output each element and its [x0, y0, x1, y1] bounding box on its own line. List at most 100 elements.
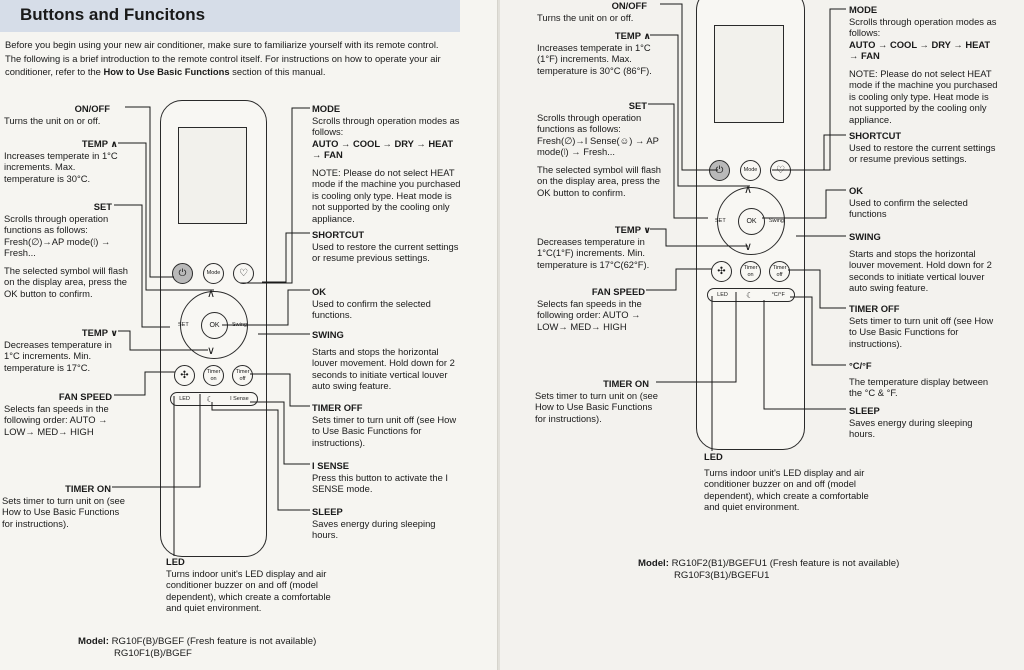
- r-ok-button[interactable]: OK: [738, 208, 765, 235]
- r-ok-leader: [762, 189, 846, 219]
- r-temp-up-label: TEMP ∧: [614, 30, 651, 41]
- r-onoff-annotation: ON/OFF Turns the unit on or off.: [537, 0, 657, 23]
- r-model-info: Model: RG10F2(B1)/BGEFU1 (Fresh feature …: [638, 558, 899, 582]
- r-onoff-leader: [660, 3, 718, 171]
- ok-annotation: OK Used to confirm the selected function…: [312, 286, 464, 321]
- right-manual-page: ON/OFF Turns the unit on or off. TEMP ∧ …: [500, 0, 1024, 670]
- chevron-up-icon[interactable]: ∧: [744, 184, 753, 196]
- set-leader: [114, 204, 170, 328]
- r-timer-off-button[interactable]: Timer off: [769, 261, 790, 282]
- r-temp-down-annotation: TEMP ∨ Decreases temperature in 1°C(1°F)…: [537, 224, 655, 270]
- model-line-2: RG10F1(B)/BGEF: [114, 648, 192, 659]
- r-mode-flow: AUTO → COOL → DRY → HEAT → FAN: [849, 38, 991, 62]
- r-fan-speed-label: FAN SPEED: [591, 286, 645, 297]
- remote-control-illustration: ⏻ Mode ♡ ∧ ∨ SET Swing OK ✣ Timer on Tim…: [160, 100, 267, 557]
- r-swing-desc: Starts and stops the horizontal louver m…: [849, 247, 992, 294]
- timer-on-desc: Sets timer to turn unit on (see How to U…: [2, 494, 125, 529]
- mode-label: MODE: [312, 103, 341, 114]
- timer-off-button[interactable]: Timer off: [232, 365, 253, 386]
- r-mode-label: MODE: [849, 4, 878, 15]
- r-ok-button-label: OK: [746, 217, 757, 225]
- r-shortcut-desc: Used to restore the current settings or …: [849, 141, 996, 165]
- timer-off-desc: Sets timer to turn unit off (see How to …: [312, 413, 457, 448]
- led-button[interactable]: LED: [179, 396, 190, 402]
- fan-icon: ✣: [717, 266, 726, 277]
- r-onoff-label: ON/OFF: [611, 0, 647, 11]
- power-button[interactable]: ⏻: [172, 263, 193, 284]
- r-fan-speed-desc: Selects fan speeds in the following orde…: [537, 297, 642, 332]
- r-remote-display-area: [714, 25, 784, 123]
- r-sleep-label: SLEEP: [849, 405, 880, 416]
- r-fan-speed-annotation: FAN SPEED Selects fan speeds in the foll…: [537, 286, 677, 332]
- r-onoff-desc: Turns the unit on or off.: [537, 11, 634, 23]
- r-timer-on-leader: [656, 292, 737, 383]
- temp-up-annotation: TEMP ∧ Increases temperate in 1°C increm…: [4, 138, 122, 184]
- r-cf-button[interactable]: °C/°F: [771, 292, 785, 298]
- mode-button[interactable]: Mode: [203, 263, 224, 284]
- r-timer-on-desc: Sets timer to turn unit on (see How to U…: [535, 389, 658, 424]
- r-remote-control-illustration: ⏻ Mode ♡ ∧ ∨ SET Swing OK ✣ Timer on Tim…: [696, 0, 805, 450]
- r-set-desc: Scrolls through operation functions as f…: [537, 111, 659, 158]
- r-set-button-label: SET: [715, 218, 726, 224]
- isense-button[interactable]: I Sense: [230, 396, 249, 402]
- r-mode-button[interactable]: Mode: [740, 160, 761, 181]
- intro-link-text: How to Use Basic Functions: [103, 66, 230, 77]
- onoff-leader: [125, 106, 174, 278]
- r-fan-speed-button[interactable]: ✣: [711, 261, 732, 282]
- r-ok-annotation: OK Used to confirm the selected function…: [849, 185, 1001, 220]
- book-gutter: [497, 0, 501, 670]
- r-timer-on-annotation: TIMER ON Sets timer to turn unit on (see…: [535, 378, 665, 424]
- fan-speed-button[interactable]: ✣: [174, 365, 195, 386]
- timer-off-button-label: Timer off: [235, 369, 250, 382]
- r-timer-off-leader: [788, 269, 846, 309]
- timer-on-button-label: Timer on: [206, 369, 221, 382]
- set-annotation: SET Scrolls through operation functions …: [4, 201, 132, 299]
- sleep-label: SLEEP: [312, 506, 343, 517]
- chevron-up-icon[interactable]: ∧: [207, 288, 216, 300]
- r-set-annotation: SET Scrolls through operation functions …: [537, 100, 661, 198]
- timer-on-button[interactable]: Timer on: [203, 365, 224, 386]
- moon-icon[interactable]: ☾: [206, 394, 214, 404]
- power-icon: ⏻: [178, 268, 187, 279]
- intro-text-1: Before you begin using your new air cond…: [5, 39, 441, 77]
- temp-down-annotation: TEMP ∨ Decreases temperature in 1°C incr…: [4, 327, 122, 373]
- r-timer-off-button-label: Timer off: [772, 265, 787, 278]
- timer-on-label: TIMER ON: [65, 483, 111, 494]
- r-led-annotation: LED Turns indoor unit's LED display and …: [704, 451, 886, 513]
- set-button[interactable]: SET: [178, 322, 189, 328]
- swing-label: SWING: [312, 329, 344, 340]
- r-cf-desc: The temperature display between the °C &…: [849, 375, 989, 399]
- ok-button-label: OK: [209, 321, 220, 329]
- sleep-annotation: SLEEP Saves energy during sleeping hours…: [312, 506, 464, 541]
- temp-up-desc: Increases temperate in 1°C increments. M…: [4, 149, 118, 184]
- set-desc: Scrolls through operation functions as f…: [4, 212, 111, 259]
- power-icon: ⏻: [715, 165, 724, 176]
- mode-desc: Scrolls through operation modes as follo…: [312, 114, 460, 138]
- model-line-1: RG10F(B)/BGEF (Fresh feature is not avai…: [111, 636, 317, 647]
- fan-speed-label: FAN SPEED: [58, 391, 112, 402]
- r-temp-up-annotation: TEMP ∧ Increases temperate in 1°C (1°F) …: [537, 30, 655, 76]
- r-swing-annotation: SWING Starts and stops the horizontal lo…: [849, 231, 1001, 294]
- onoff-desc: Turns the unit on or off.: [4, 114, 101, 126]
- r-set-button[interactable]: SET: [715, 218, 726, 224]
- r-power-button[interactable]: ⏻: [709, 160, 730, 181]
- set-label: SET: [93, 201, 112, 212]
- chevron-down-icon[interactable]: ∨: [744, 241, 753, 253]
- led-desc: Turns indoor unit's LED display and air …: [166, 567, 331, 614]
- r-sleep-leader: [763, 300, 846, 410]
- temp-up-label: TEMP ∧: [81, 138, 118, 149]
- r-led-button[interactable]: LED: [717, 292, 728, 298]
- chevron-down-icon[interactable]: ∨: [207, 345, 216, 357]
- moon-icon[interactable]: ☾: [746, 290, 754, 300]
- swing-desc: Starts and stops the horizontal louver m…: [312, 345, 455, 392]
- onoff-annotation: ON/OFF Turns the unit on or off.: [4, 103, 124, 126]
- r-temp-down-desc: Decreases temperature in 1°C(1°F) increm…: [537, 235, 650, 270]
- r-swing-button[interactable]: Swing: [769, 218, 784, 224]
- r-model-line-2: RG10F3(B1)/BGEFU1: [674, 570, 770, 581]
- mode-leader: [240, 107, 310, 284]
- fan-icon: ✣: [180, 370, 189, 381]
- intro-paragraph: Before you begin using your new air cond…: [5, 38, 457, 79]
- temp-down-leader: [118, 330, 208, 351]
- mode-flow: AUTO → COOL → DRY → HEAT → FAN: [312, 137, 454, 161]
- r-timer-on-button[interactable]: Timer on: [740, 261, 761, 282]
